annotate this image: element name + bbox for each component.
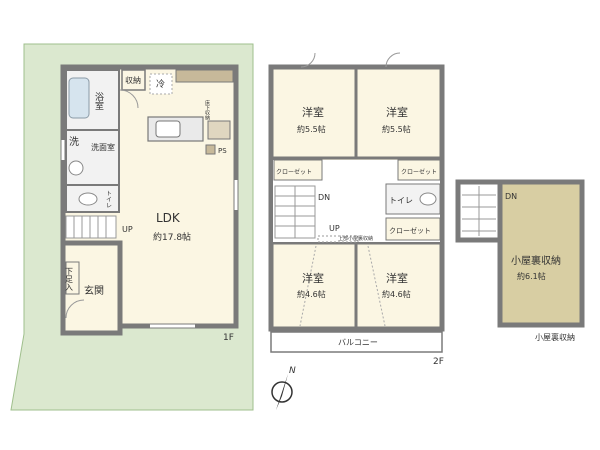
- room-sw-area: 約4.6帖: [297, 289, 326, 299]
- attic-dn-label: DN: [505, 192, 517, 201]
- attic-name: 小屋裏収納: [511, 254, 561, 267]
- door-swing-2f-nw: [300, 52, 316, 68]
- shoe-storage-label: 下足入: [65, 267, 74, 291]
- room-nw-name: 洋室: [302, 105, 324, 119]
- room-ne-area: 約5.5帖: [382, 124, 411, 134]
- room-ne-name: 洋室: [386, 105, 408, 119]
- closet-left-label: クローゼット: [276, 168, 312, 176]
- attic-stair: [462, 186, 496, 236]
- storage-label-1f: 収納: [125, 75, 141, 85]
- compass-arrow-icon: [276, 374, 288, 410]
- toilet-bowl-1f: [78, 192, 98, 206]
- bath-label: 浴室: [93, 92, 104, 110]
- floor1-plan: 浴室 収納 冷 床下収納 洗 洗面室 トイレ UP LDK 約17.8帖 PS …: [60, 64, 239, 343]
- attic-storage-room: [497, 179, 585, 328]
- attic-plan: DN 小屋裏収納 約6.1帖 小屋裏収納: [455, 179, 585, 342]
- stair-2f: [274, 185, 316, 239]
- door-swing-1f-b: [65, 299, 85, 319]
- door-line-se: [367, 245, 386, 327]
- fridge: [149, 73, 173, 95]
- shoe-storage: [65, 261, 80, 295]
- door-swing-1f-a: [119, 89, 139, 109]
- ps-label: PS: [218, 147, 227, 155]
- washroom-label: 洗面室: [91, 142, 115, 152]
- balcony: [270, 331, 443, 353]
- sink-label: 洗: [69, 136, 79, 148]
- toilet-label-2f: トイレ: [389, 196, 413, 205]
- door-swing-2f-ne: [385, 52, 401, 68]
- attic-ladder: [317, 235, 359, 243]
- north-compass: N: [271, 366, 296, 410]
- bathtub: [68, 77, 90, 119]
- up-label-1f: UP: [122, 225, 133, 234]
- entrance-label: 玄関: [84, 284, 104, 297]
- closet-center: [385, 217, 441, 241]
- floor1-label: 1F: [223, 333, 234, 343]
- closet-left: [273, 159, 323, 181]
- cooktop: [207, 120, 231, 140]
- balcony-label: バルコニー: [338, 338, 378, 347]
- floor2-label: 2F: [433, 357, 444, 367]
- closet-right-label: クローゼット: [401, 168, 437, 176]
- kitchen-sink: [155, 120, 181, 138]
- up-label-2f: UP: [329, 224, 340, 233]
- floor2-plan: 洋室 約5.5帖 洋室 約5.5帖 クローゼット クローゼット DN トイレ U…: [268, 52, 445, 367]
- dn-label-2f: DN: [318, 193, 330, 202]
- compass-n-label: N: [289, 366, 296, 376]
- toilet-label-1f: トイレ: [105, 190, 112, 208]
- kitchen-counter-back: [175, 69, 234, 83]
- attic-floor-label: 小屋裏収納: [535, 332, 575, 342]
- ldk-area: 約17.8帖: [153, 231, 191, 243]
- room-se-name: 洋室: [386, 271, 408, 285]
- attic-note: 上部小屋裏収納: [338, 235, 373, 242]
- toilet-bowl-2f: [419, 192, 437, 206]
- room-sw-name: 洋室: [302, 271, 324, 285]
- fridge-label: 冷: [156, 78, 165, 90]
- room-nw-area: 約5.5帖: [297, 124, 326, 134]
- storage-1f: [121, 69, 146, 91]
- closet-center-label: クローゼット: [389, 226, 431, 235]
- stair-1f: [65, 215, 117, 239]
- ldk-name: LDK: [156, 211, 181, 225]
- ps-box: [205, 144, 216, 155]
- room-se-area: 約4.6帖: [382, 289, 411, 299]
- closet-right: [397, 159, 441, 181]
- attic-area: 約6.1帖: [517, 271, 546, 281]
- floor-storage-label: 床下収納: [204, 99, 210, 121]
- washing-machine: [68, 160, 84, 176]
- compass-ring: [271, 381, 293, 403]
- door-line-sw: [299, 245, 317, 327]
